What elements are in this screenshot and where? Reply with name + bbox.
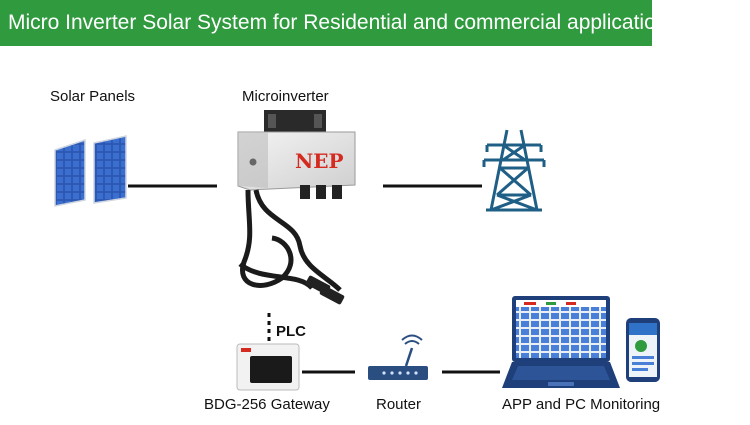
- laptop-icon: [502, 296, 620, 388]
- gateway-label: BDG-256 Gateway: [204, 396, 330, 413]
- phone-icon: [626, 318, 660, 382]
- plc-label: PLC: [276, 323, 306, 340]
- microinverter-icon: NEP: [237, 110, 356, 305]
- solar-panels-label: Solar Panels: [50, 88, 136, 105]
- monitoring-label: APP and PC Monitoring: [502, 396, 661, 413]
- gateway-icon: [236, 343, 300, 391]
- solar-panels-icon: [54, 135, 127, 207]
- inverter-brand: NEP: [295, 149, 344, 173]
- microinverter-label: Microinverter: [242, 88, 329, 105]
- title-banner: Micro Inverter Solar System for Resident…: [0, 0, 667, 46]
- banner-title: Micro Inverter Solar System for Resident…: [8, 11, 668, 34]
- router-icon: [368, 334, 428, 380]
- connection-lines: [128, 184, 500, 374]
- router-label: Router: [376, 396, 422, 413]
- power-tower-icon: [482, 129, 546, 212]
